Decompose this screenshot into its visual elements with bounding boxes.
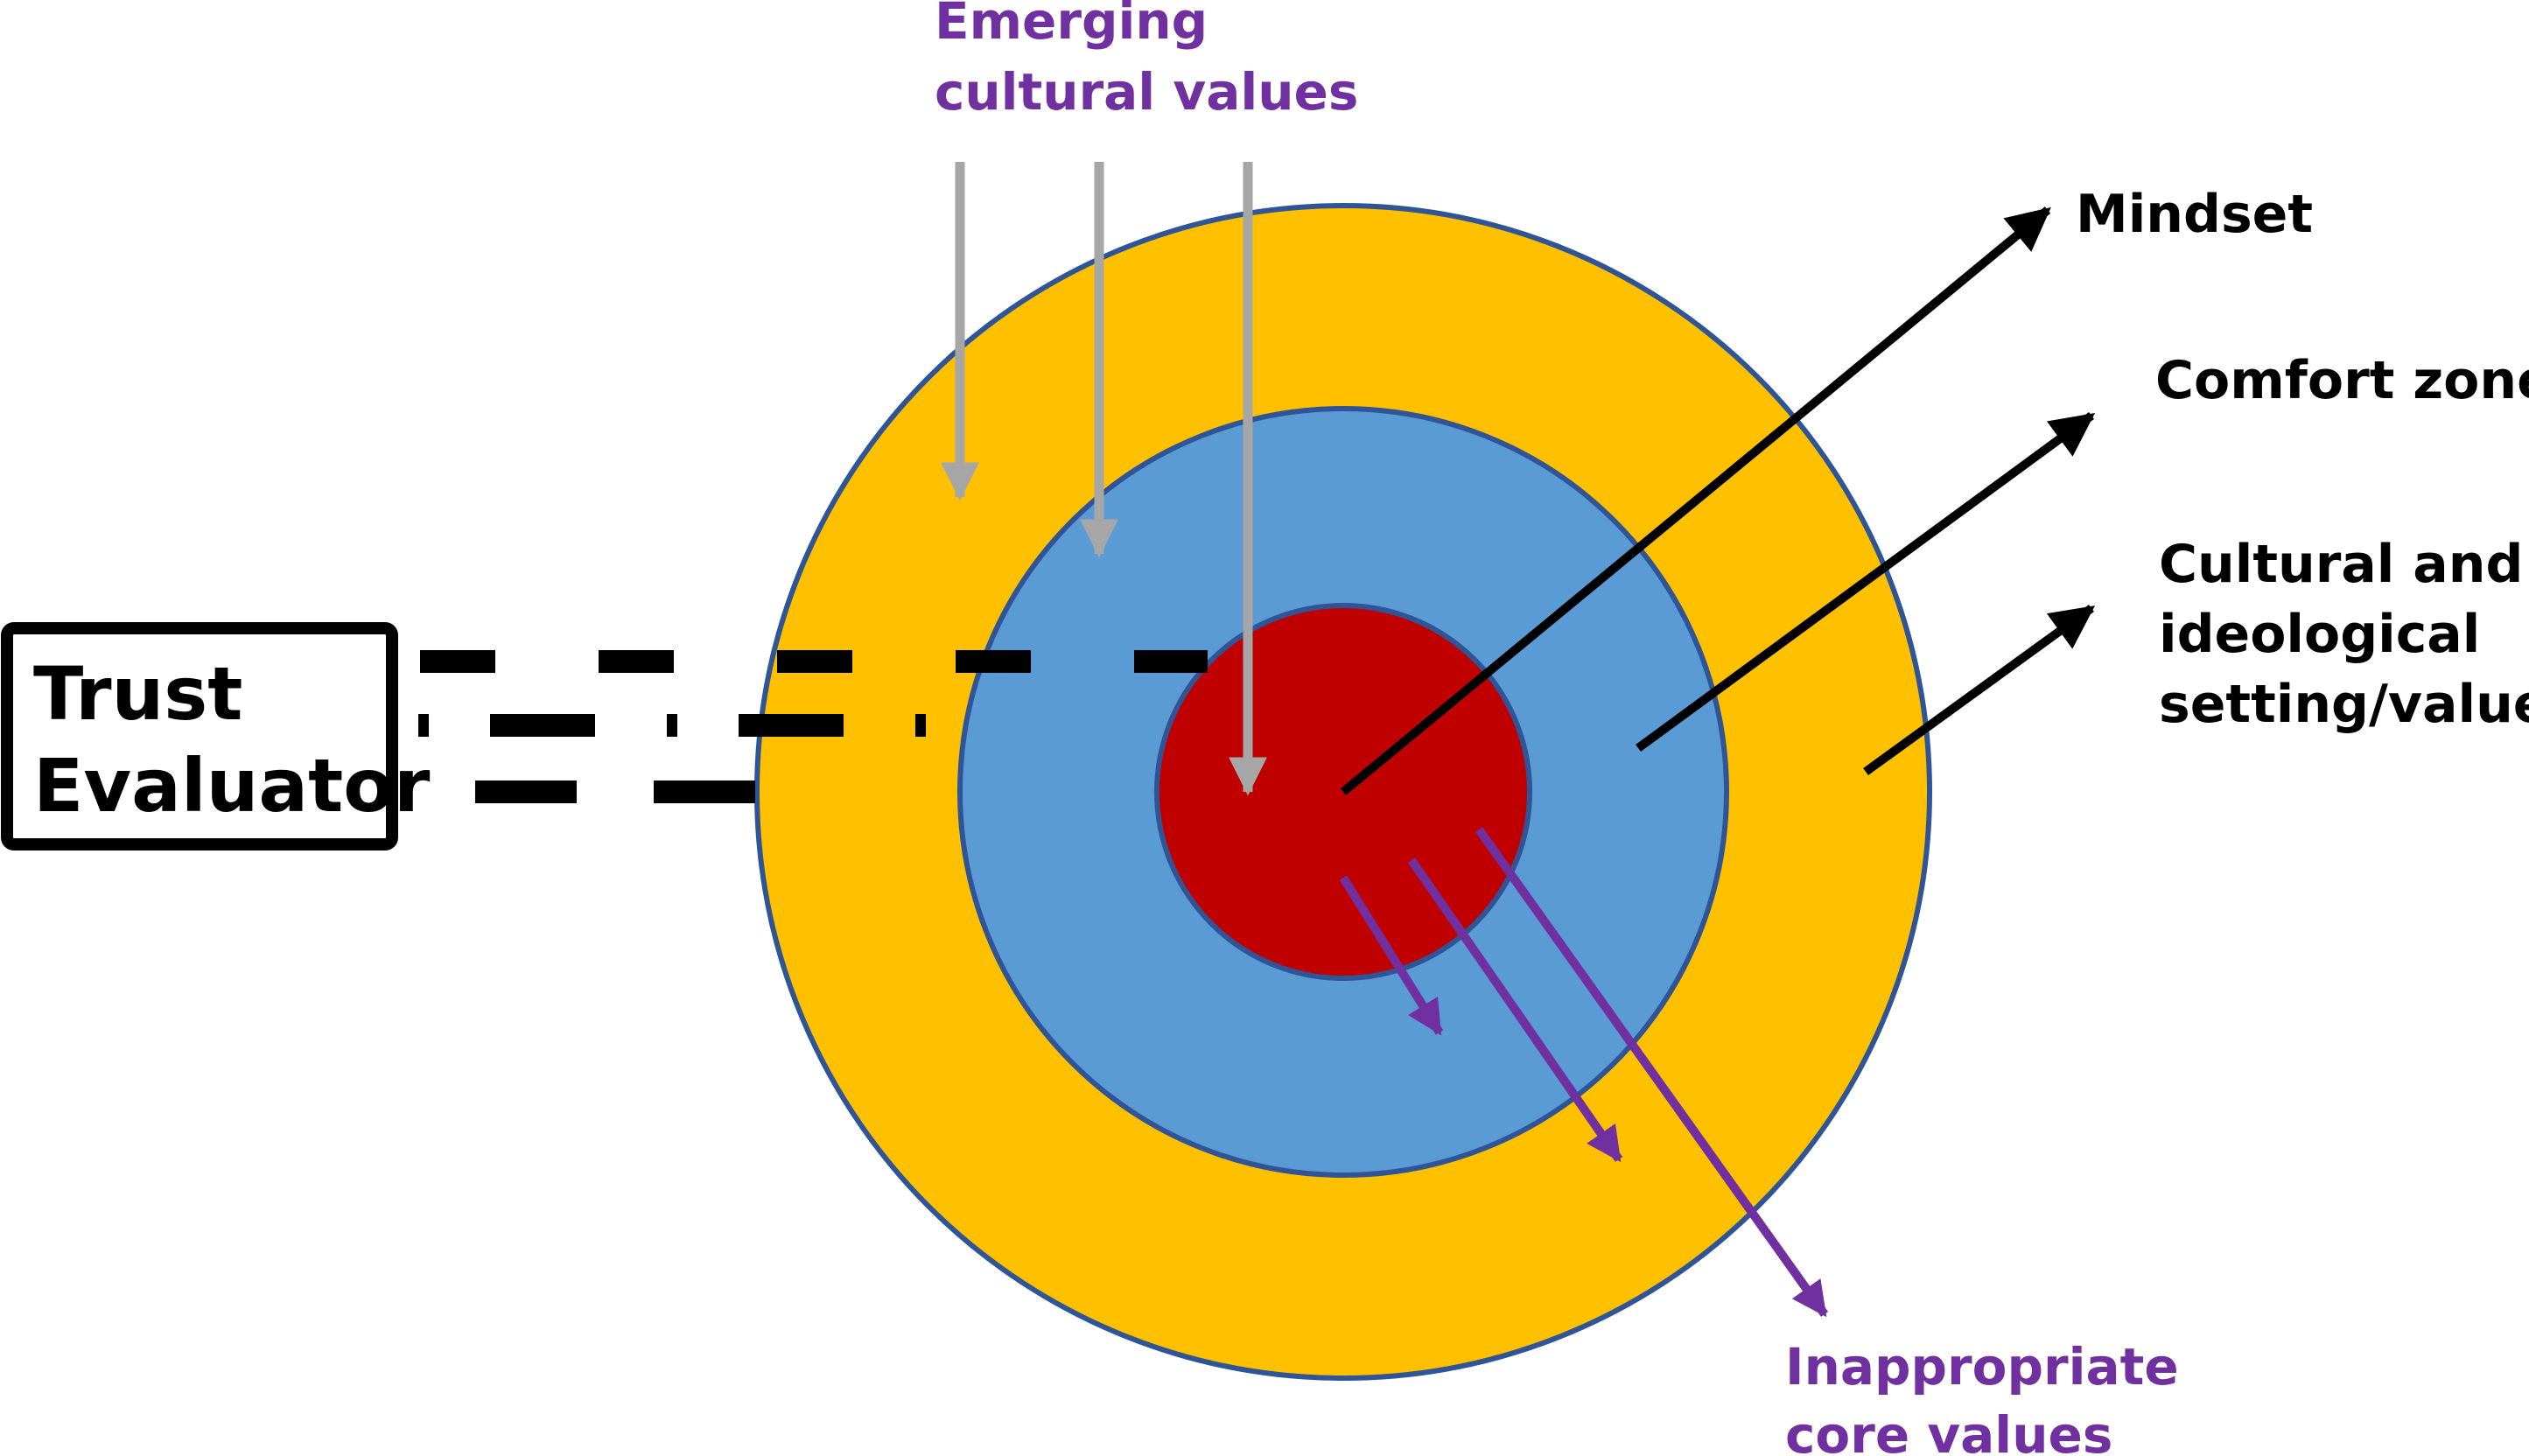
- cultural-setting-label-line1: Cultural and: [2159, 534, 2523, 595]
- inappropriate-arrow-long: [1475, 827, 1829, 1318]
- trust-evaluator-line1: Trust: [33, 651, 242, 737]
- inappropriate-arrow-medium: [1407, 858, 1623, 1163]
- comfort-zone-arrow: [1636, 411, 2096, 752]
- emerging-label-line1: Emerging: [935, 0, 1208, 51]
- emerging-label-line2: cultural values: [935, 62, 1358, 122]
- inappropriate-arrow-short: [1339, 875, 1444, 1036]
- mindset-arrow: [1340, 206, 2051, 795]
- trust-evaluator-box: [1, 622, 398, 850]
- trust-evaluator-line2: Evaluator: [33, 743, 431, 829]
- cultural-setting-label-line3: setting/values: [2159, 674, 2529, 735]
- cultural-setting-arrow: [1863, 604, 2096, 776]
- cultural-setting-label-line2: ideological: [2159, 604, 2480, 665]
- mindset-label: Mindset: [2076, 184, 2313, 245]
- comfort-zone-label: Comfort zone: [2155, 350, 2529, 411]
- inappropriate-label-line2: core values: [1785, 1405, 2112, 1456]
- inappropriate-label-line1: Inappropriate: [1785, 1337, 2179, 1396]
